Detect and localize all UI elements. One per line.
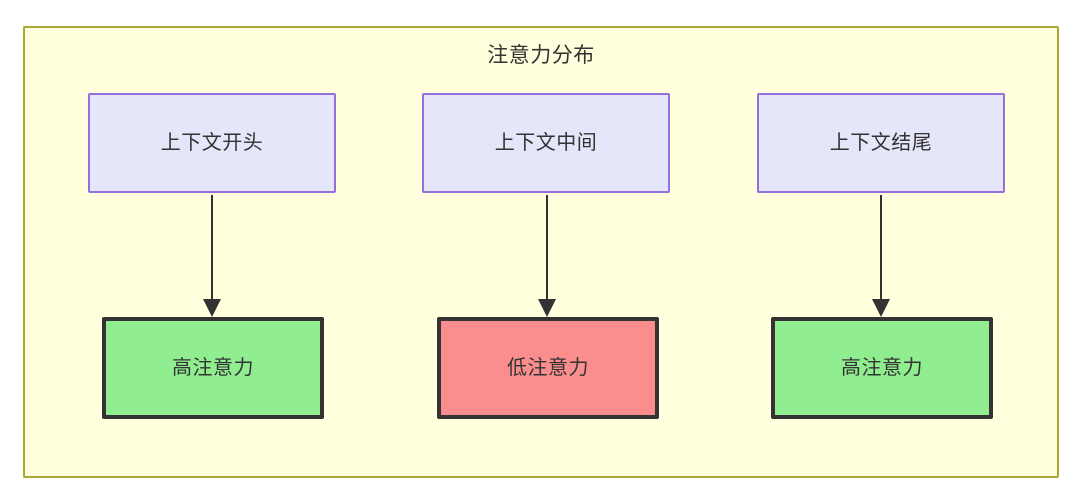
node-label: 高注意力 <box>841 357 923 379</box>
node-label: 上下文结尾 <box>829 132 933 154</box>
node-label: 高注意力 <box>172 357 254 379</box>
node-label: 低注意力 <box>507 357 589 379</box>
node-context-end[interactable]: 上下文结尾 <box>757 93 1005 193</box>
node-label: 上下文中间 <box>494 132 598 154</box>
node-label: 上下文开头 <box>160 132 264 154</box>
node-attention-high-end[interactable]: 高注意力 <box>771 317 993 419</box>
node-context-middle[interactable]: 上下文中间 <box>422 93 670 193</box>
subgraph-title: 注意力分布 <box>487 44 595 67</box>
node-context-start[interactable]: 上下文开头 <box>88 93 336 193</box>
node-attention-high-start[interactable]: 高注意力 <box>102 317 324 419</box>
node-attention-low-middle[interactable]: 低注意力 <box>437 317 659 419</box>
